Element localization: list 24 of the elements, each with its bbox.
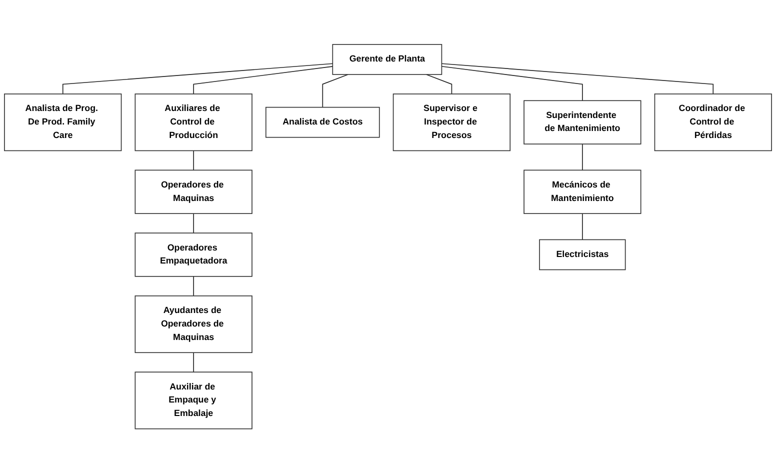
connector: [193, 66, 334, 95]
connector: [441, 66, 583, 102]
node-box: Gerente de Planta: [332, 44, 442, 76]
connector: [441, 64, 714, 95]
node-box: Electricistas: [539, 240, 626, 270]
connector: [582, 214, 583, 240]
connector: [193, 150, 194, 171]
node-box: Auxiliar de Empaque y Embalaje: [134, 372, 252, 430]
connector: [426, 74, 452, 95]
node-box: Superintendente de Mantenimiento: [524, 100, 642, 145]
node-box: Mecánicos de Mantenimiento: [524, 170, 642, 214]
node-box: Analista de Prog. De Prod. Family Care: [4, 94, 122, 152]
node-box: Coordinador de Control de Pérdidas: [654, 94, 772, 152]
node-box: Analista de Costos: [265, 107, 380, 138]
connector: [62, 64, 334, 95]
connector: [193, 276, 194, 297]
node-box: Supervisor e Inspector de Procesos: [392, 94, 511, 152]
node-box: Operadores de Maquinas: [134, 170, 252, 214]
connector: [193, 352, 194, 373]
connector: [193, 214, 194, 234]
node-box: Ayudantes de Operadores de Maquinas: [134, 296, 252, 354]
node-box: Operadores Empaquetadora: [134, 232, 252, 278]
node-box: Auxiliares de Control de Producción: [134, 94, 252, 152]
connector: [582, 144, 583, 171]
